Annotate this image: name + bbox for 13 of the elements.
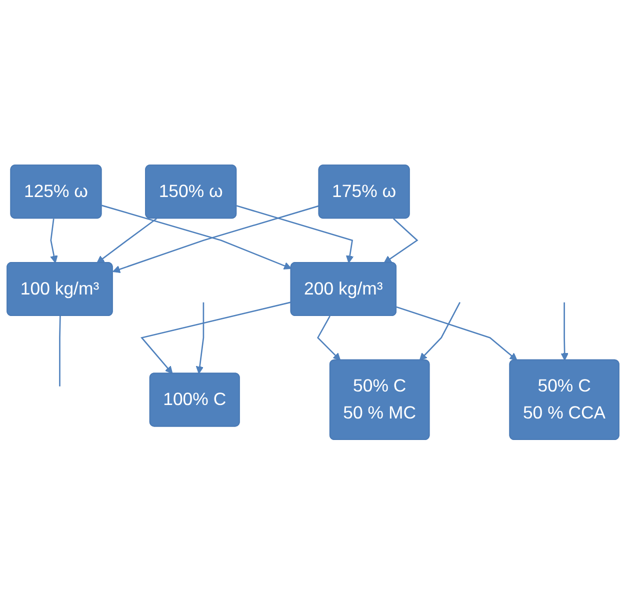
- arrow: [96, 218, 157, 263]
- arrow: [317, 315, 341, 360]
- arrow: [236, 204, 354, 263]
- arrow: [112, 204, 320, 273]
- arrow: [140, 301, 292, 374]
- arrow: [50, 218, 58, 263]
- arrow: [196, 302, 204, 374]
- connector: [59, 316, 61, 386]
- arrow: [396, 306, 518, 360]
- arrow: [560, 302, 568, 360]
- arrow: [419, 302, 461, 360]
- arrow: [384, 218, 418, 263]
- arrow: [102, 204, 292, 270]
